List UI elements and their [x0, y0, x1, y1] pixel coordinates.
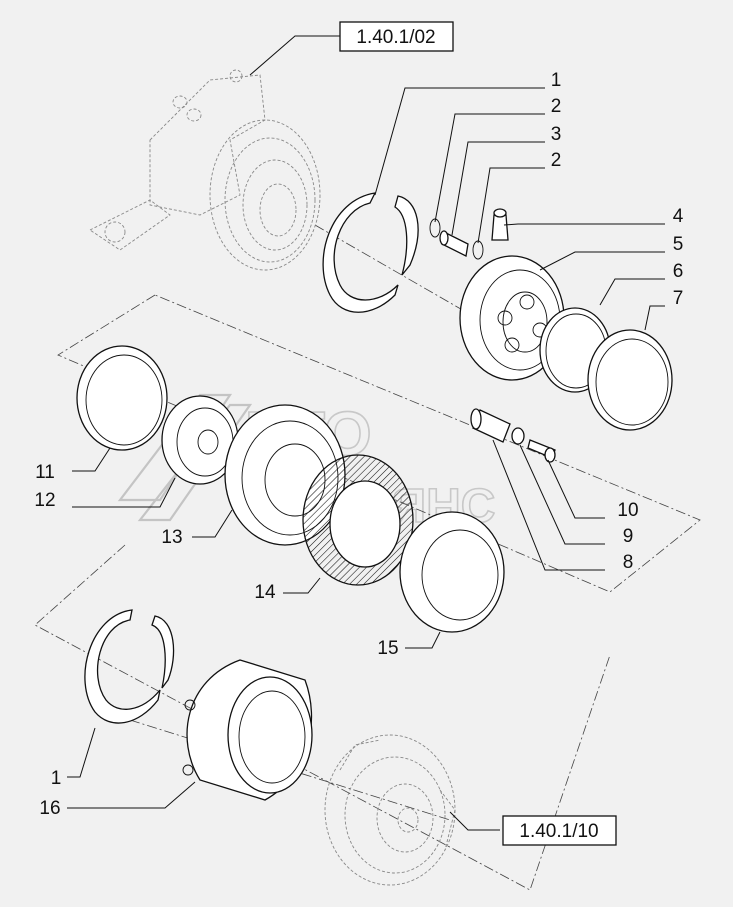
callout-1-bottom: 1	[51, 768, 62, 789]
washer-9	[511, 427, 525, 445]
callout-7: 7	[673, 288, 684, 309]
reference-top: 1.40.1/02	[339, 21, 454, 52]
housing-ghost	[89, 69, 321, 271]
snap-ring-top	[322, 192, 419, 313]
callout-3: 3	[551, 124, 562, 145]
callout-2-upper: 2	[551, 96, 562, 117]
callout-10: 10	[617, 500, 638, 521]
callout-1-top: 1	[551, 70, 562, 91]
pin-assembly	[429, 218, 484, 260]
leader-lines	[67, 35, 665, 831]
gear-carrier	[459, 255, 565, 381]
bolt-10	[527, 439, 556, 463]
hub-ghost	[324, 734, 456, 886]
reference-bottom: 1.40.1/10	[502, 815, 617, 846]
callout-11: 11	[35, 462, 55, 483]
bushing-8	[470, 408, 511, 443]
reference-bottom-label: 1.40.1/10	[519, 821, 598, 842]
callout-6: 6	[673, 261, 684, 282]
callout-15: 15	[377, 638, 398, 659]
snap-ring-bottom	[84, 609, 175, 724]
callout-16: 16	[39, 798, 60, 819]
callout-9: 9	[623, 526, 634, 547]
callout-numbers: 1 2 3 2 4 5 6 7 10 9 8 11 12 13 14 15 1 …	[34, 70, 683, 819]
friction-disc-14	[302, 454, 414, 586]
gear-15	[399, 511, 505, 633]
callout-2-lower: 2	[551, 150, 562, 171]
ring-7	[587, 329, 673, 431]
grease-nipple	[491, 208, 509, 241]
callout-14: 14	[254, 582, 276, 603]
callout-12: 12	[34, 490, 55, 511]
callout-4: 4	[673, 206, 684, 227]
callout-8: 8	[623, 552, 634, 573]
callout-13: 13	[161, 527, 182, 548]
reference-top-label: 1.40.1/02	[356, 27, 435, 48]
ring-11	[76, 345, 168, 451]
callout-5: 5	[673, 234, 684, 255]
ring-gear-16	[182, 659, 313, 801]
